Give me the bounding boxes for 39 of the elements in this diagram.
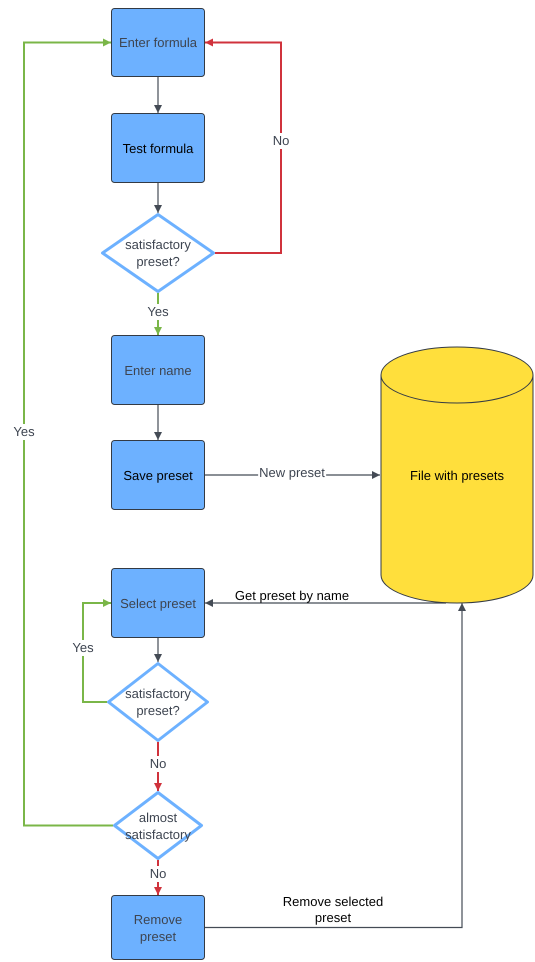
node-text: almost satisfactory bbox=[124, 808, 192, 842]
decision-diamond bbox=[113, 791, 203, 860]
edge-label: Yes bbox=[12, 424, 36, 440]
node-text: Test formula bbox=[122, 140, 194, 156]
node-text: Enter name bbox=[124, 362, 192, 378]
arrow bbox=[205, 599, 446, 607]
edge-label: Get preset by name bbox=[234, 588, 350, 604]
arrow bbox=[154, 183, 162, 213]
arrow bbox=[154, 77, 162, 113]
arrow bbox=[82, 599, 111, 703]
arrow bbox=[205, 38, 282, 254]
arrow bbox=[154, 405, 162, 440]
edge-label: Remove selected preset bbox=[282, 894, 384, 926]
arrow bbox=[23, 38, 113, 826]
edge-label: No bbox=[148, 756, 168, 772]
node-text: Remove preset bbox=[132, 910, 184, 944]
process-box bbox=[111, 335, 205, 405]
edge-label: New preset bbox=[258, 465, 326, 481]
edge-label: No bbox=[148, 866, 168, 882]
node-text: Save preset bbox=[123, 466, 193, 484]
arrow bbox=[154, 293, 162, 335]
process-box bbox=[111, 440, 205, 510]
decision-diamond bbox=[107, 662, 209, 742]
arrow bbox=[205, 603, 466, 928]
process-box bbox=[111, 568, 205, 638]
edge-label: Yes bbox=[146, 304, 170, 320]
node-text: File with presets bbox=[410, 466, 504, 484]
node-text: satisfactory preset? bbox=[124, 236, 192, 270]
process-box bbox=[111, 113, 205, 183]
edge-label: Yes bbox=[71, 640, 95, 656]
arrow bbox=[154, 638, 162, 662]
process-box bbox=[111, 8, 205, 77]
node-text: Enter formula bbox=[118, 34, 198, 51]
edge-label: No bbox=[272, 133, 290, 149]
decision-diamond bbox=[101, 213, 215, 293]
database-cylinder bbox=[380, 347, 534, 603]
node-text: satisfactory preset? bbox=[124, 685, 192, 719]
node-text: Select preset bbox=[120, 594, 196, 612]
process-box bbox=[111, 895, 205, 960]
